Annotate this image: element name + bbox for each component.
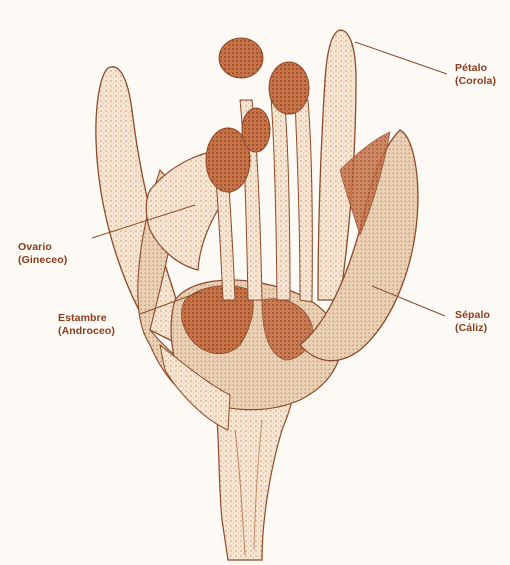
label-ovario-name: Ovario [18,241,67,254]
label-ovario-group: (Gineceo) [18,254,67,267]
label-petalo-group: (Corola) [455,75,496,88]
label-ovario: Ovario (Gineceo) [18,241,67,267]
label-estambre-name: Estambre [58,312,115,325]
anther-1 [219,38,263,78]
label-petalo: Pétalo (Corola) [455,62,496,88]
label-estambre-group: (Androceo) [58,325,115,338]
leader-petalo [355,42,447,74]
label-petalo-name: Pétalo [455,62,496,75]
label-sepalo-group: (Cáliz) [455,322,490,335]
label-estambre: Estambre (Androceo) [58,312,115,338]
stamen-3 [270,85,290,300]
label-sepalo: Sépalo (Cáliz) [455,309,490,335]
anther-4 [242,108,270,152]
label-sepalo-name: Sépalo [455,309,490,322]
anther-2 [269,62,309,114]
stamen-4 [295,100,312,302]
